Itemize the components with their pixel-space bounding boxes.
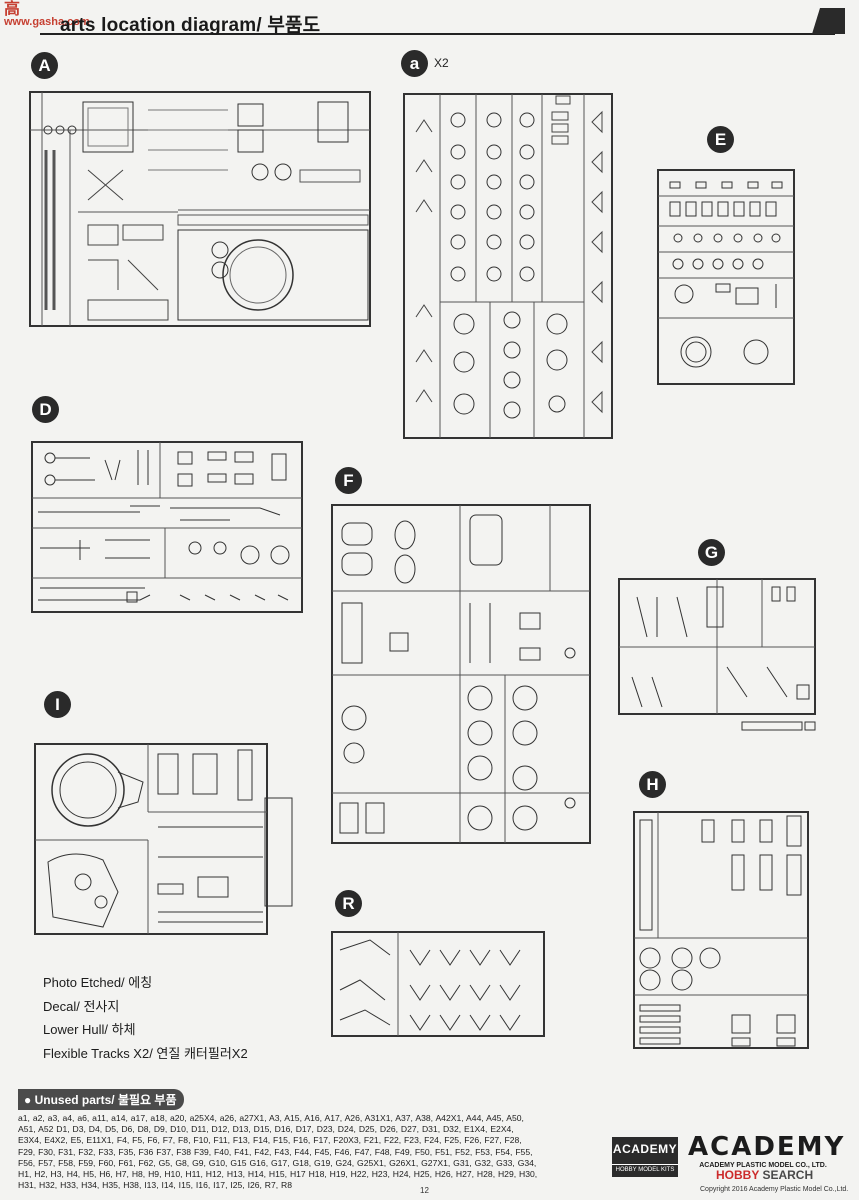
hobby-search-watermark: HOBBY SEARCH xyxy=(716,1168,814,1182)
legend-decal: Decal/ 전사지 xyxy=(43,999,120,1014)
sprue-I-diagram xyxy=(34,743,293,935)
academy-main-logo: ACADEMY ACADEMY PLASTIC MODEL CO., LTD. xyxy=(688,1132,846,1169)
section-marker-a: a xyxy=(401,50,428,77)
section-marker-H: H xyxy=(639,771,666,798)
unused-parts-heading: ● Unused parts/ 불필요 부품 xyxy=(18,1089,185,1110)
academy-box-logo: ACADEMY HOBBY MODEL KITS xyxy=(612,1137,678,1177)
legend-flexible-tracks: Flexible Tracks X2/ 연질 캐터필러X2 xyxy=(43,1046,248,1061)
section-marker-G: G xyxy=(698,539,725,566)
sprue-D-diagram xyxy=(31,441,303,613)
sprue-A-diagram xyxy=(29,91,371,327)
section-marker-D: D xyxy=(32,396,59,423)
section-marker-I: I xyxy=(44,691,71,718)
section-marker-A: A xyxy=(31,52,58,79)
sprue-a-diagram xyxy=(403,93,613,439)
header-rule xyxy=(40,8,845,35)
sprue-G-diagram xyxy=(618,578,816,731)
sprue-F-diagram xyxy=(331,504,591,844)
sprue-H-diagram xyxy=(633,811,809,1049)
sprue-E-diagram xyxy=(657,169,795,385)
copyright: Copyright 2016 Academy Plastic Model Co.… xyxy=(700,1186,849,1193)
sprue-R-diagram xyxy=(331,931,545,1037)
legend-photo-etched: Photo Etched/ 에칭 xyxy=(43,975,153,990)
unused-parts-panel: ● Unused parts/ 불필요 부품 a1, a2, a3, a4, a… xyxy=(18,1089,538,1191)
section-marker-F: F xyxy=(335,467,362,494)
page-number: 12 xyxy=(420,1186,429,1195)
section-a-quantity: X2 xyxy=(434,56,449,70)
unused-parts-list: a1, a2, a3, a4, a6, a11, a14, a17, a18, … xyxy=(18,1113,538,1191)
header-bar xyxy=(0,0,859,40)
section-marker-R: R xyxy=(335,890,362,917)
section-marker-E: E xyxy=(707,126,734,153)
page-title: arts location diagram/ 부품도 xyxy=(60,15,321,36)
legend-lower-hull: Lower Hull/ 하체 xyxy=(43,1022,136,1037)
